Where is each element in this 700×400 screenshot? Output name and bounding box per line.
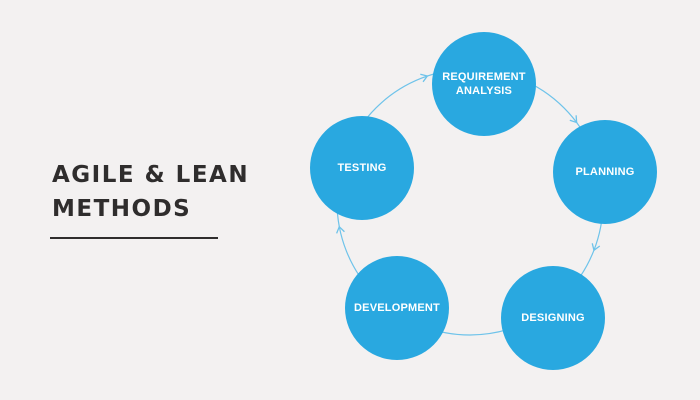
node-requirement-analysis: REQUIREMENT ANALYSIS: [432, 32, 536, 136]
node-designing: DESIGNING: [501, 266, 605, 370]
node-label-testing: TESTING: [337, 161, 386, 175]
node-testing: TESTING: [310, 116, 414, 220]
title-underline: [50, 237, 218, 239]
cycle-arrow-4: [420, 73, 429, 83]
node-label-line: DESIGNING: [521, 312, 585, 324]
cycle-arrow-1: [591, 243, 601, 252]
node-label-development: DEVELOPMENT: [354, 301, 440, 315]
node-label-line: TESTING: [337, 162, 387, 174]
node-label-line: DEVELOPMENT: [354, 302, 440, 314]
title-line-1: AGILE & LEAN: [52, 162, 250, 188]
node-label-line: PLANNING: [575, 166, 635, 178]
node-label-designing: DESIGNING: [521, 311, 585, 325]
cycle-arrow-3: [336, 225, 345, 234]
cycle-arrow-0: [569, 115, 578, 124]
node-label-requirement-analysis: REQUIREMENT ANALYSIS: [442, 70, 525, 98]
title-block: AGILE & LEAN METHODS: [52, 158, 250, 226]
node-development: DEVELOPMENT: [345, 256, 449, 360]
node-planning: PLANNING: [553, 120, 657, 224]
node-label-line: REQUIREMENT: [442, 71, 526, 83]
node-label-planning: PLANNING: [575, 165, 634, 179]
node-label-line: ANALYSIS: [455, 85, 513, 97]
title-line-2: METHODS: [52, 196, 192, 222]
